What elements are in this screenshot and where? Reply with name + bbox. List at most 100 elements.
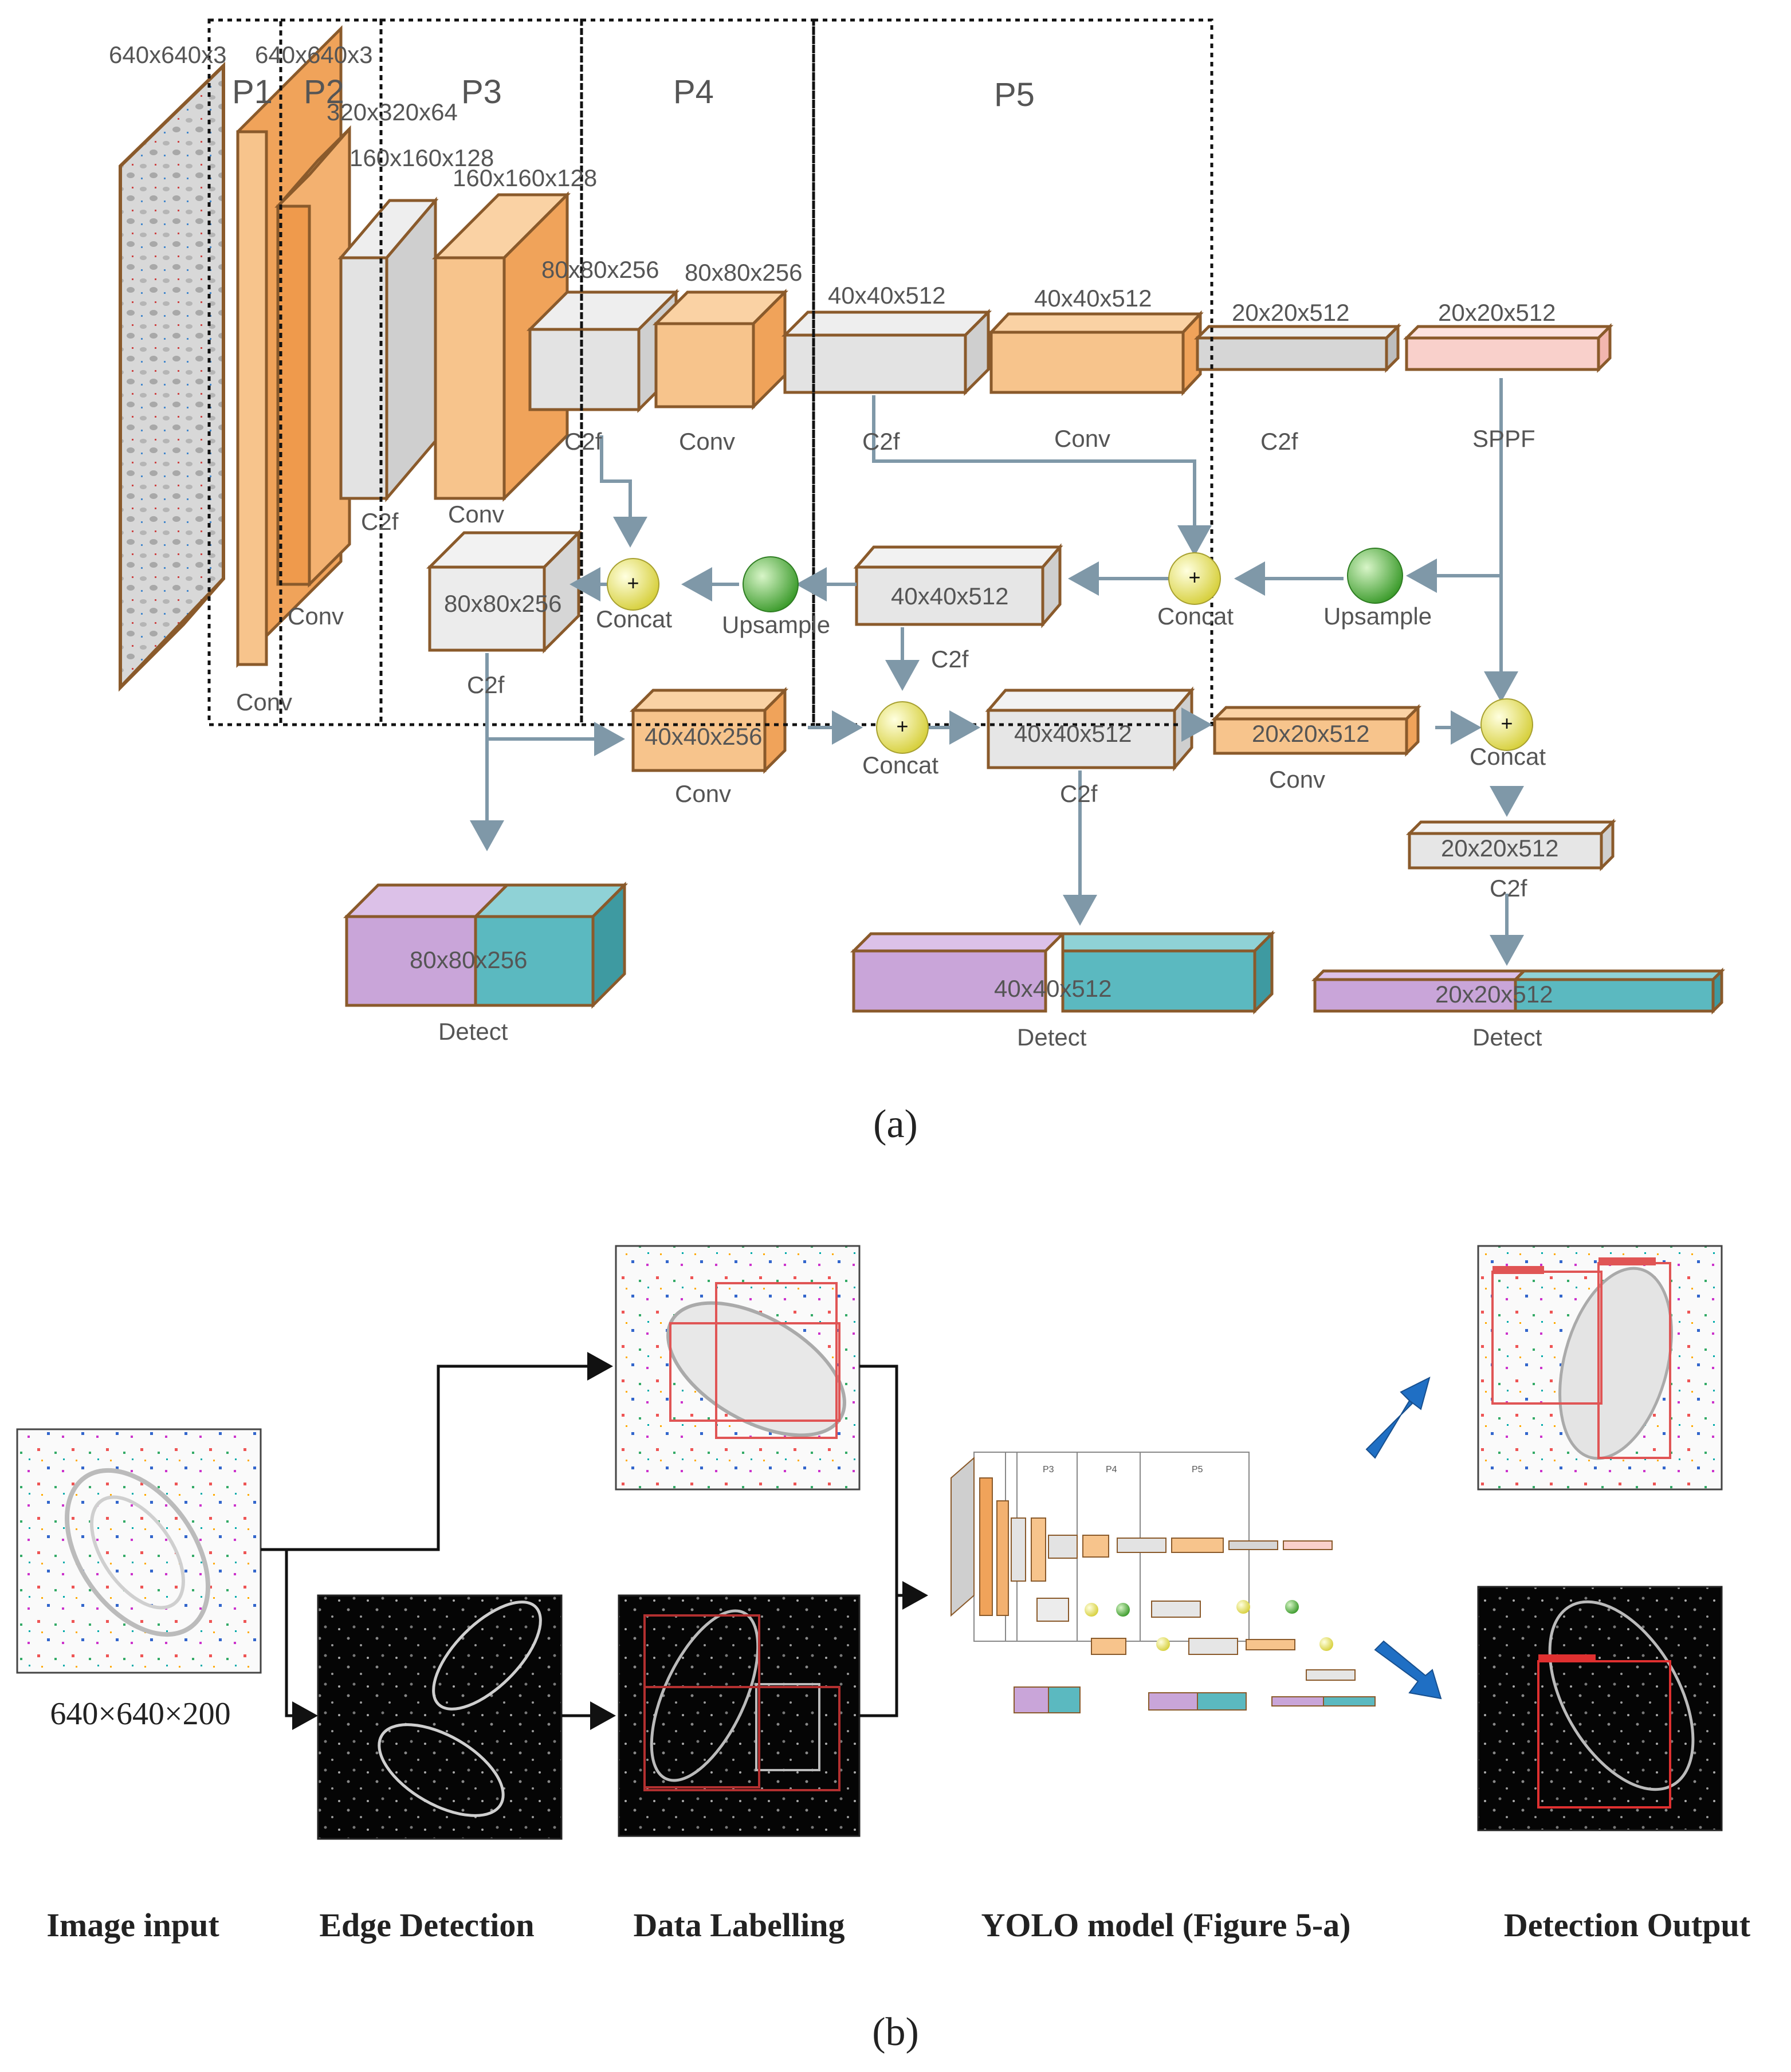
dim-label: 640x640x3 [109, 41, 227, 68]
flow-arrows [470, 378, 1524, 966]
block-40-c2f [781, 308, 992, 396]
neck-20-conv [1211, 703, 1422, 757]
block-20-c2f [1193, 323, 1402, 373]
concat-label: Concat [596, 606, 672, 632]
op-label: Conv [236, 689, 292, 715]
detect-label: Detect [1017, 1024, 1087, 1051]
block-20-sppf [1403, 323, 1614, 373]
dim-label: 80x80x256 [541, 256, 659, 283]
image-input-thumb [16, 1428, 262, 1674]
stage-label-p5: P5 [994, 76, 1035, 113]
caption-a: (a) [873, 1102, 918, 1146]
neck-80-c2f [426, 529, 583, 654]
op-label: C2f [361, 508, 399, 535]
block-80-conv [652, 288, 789, 411]
op-label: Conv [448, 501, 504, 528]
mini-stage-label: P3 [1043, 1465, 1054, 1475]
plus-sign: + [896, 714, 908, 738]
detection-output-bottom [1477, 1586, 1723, 1831]
block-p2-conv [274, 125, 351, 588]
dim-label: 160x160x128 [453, 164, 597, 191]
upsample-label: Upsample [1323, 603, 1432, 630]
data-labelling-thumb [618, 1594, 861, 1837]
dim-label: 80x80x256 [410, 946, 528, 973]
op-label: C2f [1060, 780, 1098, 807]
step-label-yolo-model: YOLO model (Figure 5-a) [981, 1906, 1351, 1944]
op-label: Conv [675, 780, 731, 807]
op-label: C2f [862, 428, 900, 455]
op-label: Conv [679, 428, 735, 455]
stage-box-p5 [812, 18, 1213, 726]
concat-node-1: + [607, 558, 659, 611]
dim-label: 40x40x512 [1034, 285, 1152, 312]
dim-label: 40x40x256 [645, 723, 763, 750]
op-label: C2f [1260, 428, 1298, 455]
dim-label: 40x40x512 [828, 282, 946, 309]
block-160-conv [431, 191, 571, 502]
upsample-label: Upsample [722, 611, 830, 638]
block-80-c2f [526, 288, 680, 414]
pipeline-arrows [261, 1352, 928, 1730]
edge-detection-thumb [317, 1594, 563, 1840]
stage-label-p1: P1 [232, 73, 273, 111]
step-label-edge-detection: Edge Detection [319, 1906, 534, 1944]
caption-b: (b) [872, 2010, 919, 2054]
detect-label: Detect [1472, 1024, 1542, 1051]
plus-sign: + [1188, 565, 1200, 589]
op-label: C2f [931, 646, 969, 673]
stage-label-p3: P3 [461, 73, 502, 111]
blue-arrow-down [1374, 1640, 1442, 1700]
neck-20-c2f [1405, 818, 1617, 872]
input-image-slab [119, 61, 225, 692]
dim-label: 20x20x512 [1438, 299, 1556, 326]
detect-head-80 [343, 881, 629, 1009]
step-label-data-labelling: Data Labelling [634, 1906, 845, 1944]
op-label: C2f [564, 428, 602, 455]
detection-output-top [1477, 1245, 1723, 1491]
stage-box-p3 [379, 18, 583, 726]
dim-label: 20x20x512 [1441, 835, 1559, 862]
dim-label: 20x20x512 [1252, 720, 1370, 747]
dim-label: 640x640x3 [255, 41, 373, 68]
detect-label: Detect [438, 1018, 508, 1045]
mini-stage-label: P5 [1192, 1465, 1203, 1475]
dim-label: 80x80x256 [685, 259, 803, 286]
dim-label: 80x80x256 [444, 590, 562, 617]
dim-label: 40x40x512 [891, 583, 1009, 610]
op-label: C2f [467, 671, 505, 698]
op-label: Conv [288, 603, 344, 630]
step-label-detection-output: Detection Output [1504, 1906, 1751, 1944]
stage-label-p2: P2 [304, 73, 344, 111]
dim-label: 40x40x512 [1014, 720, 1132, 747]
stage-boxes [207, 18, 1213, 726]
op-label: Conv [1269, 766, 1325, 793]
concat-label: Concat [1157, 603, 1234, 630]
input-size-label: 640×640×200 [50, 1696, 230, 1732]
panel-a: + + + + P1 P2 P3 P4 P5 640x64 [109, 18, 1726, 1146]
upsample-node-1 [743, 556, 799, 612]
block-320-c2f [337, 196, 439, 502]
op-label: SPPF [1472, 425, 1535, 452]
plus-sign: + [1501, 711, 1513, 735]
block-40-conv [988, 310, 1204, 396]
concat-node-3: + [876, 701, 929, 754]
neck-40-conv [629, 686, 789, 774]
panel-b: 640×640×200 [16, 1245, 1751, 2054]
mini-stage-label: P4 [1106, 1465, 1117, 1475]
neck-40-c2f-top [853, 543, 1063, 628]
blue-arrow-up [1365, 1377, 1431, 1459]
dim-label: 320x320x64 [327, 99, 458, 125]
concat-label: Concat [862, 752, 938, 779]
dim-label: 160x160x128 [349, 144, 494, 171]
concat-node-2: + [1168, 552, 1221, 605]
step-label-image-input: Image input [46, 1906, 219, 1944]
dim-label: 20x20x512 [1232, 299, 1350, 326]
augmented-image-thumb [615, 1245, 861, 1491]
detect-head-40 [850, 930, 1276, 1015]
stage-label-p4: P4 [673, 73, 714, 111]
op-label: C2f [1490, 875, 1527, 902]
op-label: Conv [1054, 425, 1110, 452]
plus-sign: + [627, 571, 639, 595]
